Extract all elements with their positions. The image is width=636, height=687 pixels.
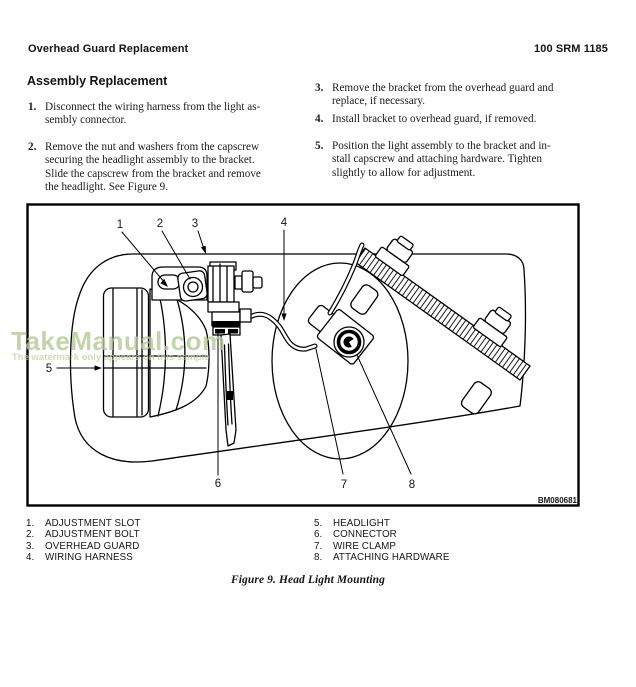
step-1: 1. Disconnect the wiring harness from th…: [28, 101, 296, 128]
callout-7: 7: [341, 479, 347, 491]
wiring-harness: [245, 242, 365, 352]
legend-item-4: 4. WIRING HARNESS: [26, 552, 133, 563]
step-5-number: 5.: [315, 140, 324, 152]
legend-item-5: 5. HEADLIGHT: [314, 518, 390, 529]
leader-arrowheads: [94, 245, 287, 371]
callout-numbers: 1 2 3 4 5 6 7 8: [46, 217, 415, 491]
legend-4-label: WIRING HARNESS: [45, 552, 133, 563]
legend-item-3: 3. OVERHEAD GUARD: [26, 541, 140, 552]
legend-7-label: WIRE CLAMP: [333, 541, 397, 552]
beam-bolt-bottom: [472, 306, 512, 347]
leader-3: [197, 230, 205, 250]
attaching-hardware-washer: [333, 326, 365, 358]
adjustment-bolt: [182, 276, 204, 298]
step-1-text: Disconnect the wiring harness from the l…: [45, 101, 261, 127]
leader-7: [315, 348, 344, 475]
legend-item-8: 8. ATTACHING HARDWARE: [314, 552, 449, 563]
legend-6-label: CONNECTOR: [333, 529, 397, 540]
legend-1-label: ADJUSTMENT SLOT: [45, 518, 141, 529]
figure-part-code: BM080681: [538, 496, 578, 505]
step-1-number: 1.: [28, 101, 37, 113]
step-5: 5. Position the light assembly to the br…: [315, 140, 593, 180]
callout-4: 4: [281, 217, 288, 229]
header-section-title: Overhead Guard Replacement: [28, 43, 189, 55]
step-2: 2. Remove the nut and washers from the c…: [28, 141, 296, 194]
callout-3: 3: [192, 218, 198, 230]
legend-3-num: 3.: [26, 541, 35, 552]
adjustment-slot: [157, 274, 181, 290]
legend-2-num: 2.: [26, 529, 35, 540]
legend-2-label: ADJUSTMENT BOLT: [45, 529, 140, 540]
figure-caption: Figure 9. Head Light Mounting: [230, 574, 386, 586]
callout-1: 1: [117, 219, 123, 231]
page-title: Assembly Replacement: [27, 74, 168, 88]
legend-item-6: 6. CONNECTOR: [314, 529, 397, 540]
step-5-text: Position the light assembly to the brack…: [332, 140, 551, 179]
beam-bolt-top: [374, 235, 414, 276]
legend-6-num: 6.: [314, 529, 323, 540]
leader-1: [121, 231, 166, 284]
legend-item-2: 2. ADJUSTMENT BOLT: [26, 529, 140, 540]
callout-2: 2: [157, 218, 163, 230]
headlight: [102, 261, 263, 447]
legend-1-num: 1.: [26, 518, 35, 529]
callout-5: 5: [46, 363, 52, 375]
leader-8: [356, 354, 412, 475]
legend-item-1: 1. ADJUSTMENT SLOT: [26, 518, 141, 529]
legend-5-num: 5.: [314, 518, 323, 529]
legend-item-7: 7. WIRE CLAMP: [314, 541, 396, 552]
legend-3-label: OVERHEAD GUARD: [45, 541, 140, 552]
legend-4-num: 4.: [26, 552, 35, 563]
beam-upper-clip: [350, 284, 379, 315]
step-3: 3. Remove the bracket from the overhead …: [315, 82, 593, 109]
mount-plates: [207, 265, 235, 303]
leader-2: [161, 230, 191, 280]
legend-5-label: HEADLIGHT: [333, 518, 390, 529]
callout-8: 8: [409, 479, 415, 491]
legend-8-label: ATTACHING HARDWARE: [333, 552, 450, 563]
connector: [207, 301, 252, 336]
step-4: 4. Install bracket to overhead guard, if…: [315, 113, 593, 126]
legend-8-num: 8.: [314, 552, 323, 563]
callout-leaders: [56, 229, 412, 476]
headlight-reflector-cone: [149, 288, 210, 418]
step-3-text: Remove the bracket from the overhead gua…: [332, 82, 554, 108]
capscrew-nut: [241, 270, 254, 293]
step-2-text: Remove the nut and washers from the caps…: [45, 141, 261, 193]
beam-lower-clip: [460, 381, 492, 415]
step-2-number: 2.: [28, 141, 37, 153]
header-doc-number: 100 SRM 1185: [534, 43, 608, 55]
wire-clamp-assembly: [307, 304, 375, 365]
overhead-guard-beam: [350, 235, 531, 415]
step-3-number: 3.: [315, 82, 324, 94]
legend-7-num: 7.: [314, 541, 323, 552]
callout-6: 6: [215, 478, 221, 490]
step-4-number: 4.: [315, 113, 324, 125]
mounting-strap: [220, 333, 237, 447]
step-4-text: Install bracket to overhead guard, if re…: [332, 113, 537, 125]
